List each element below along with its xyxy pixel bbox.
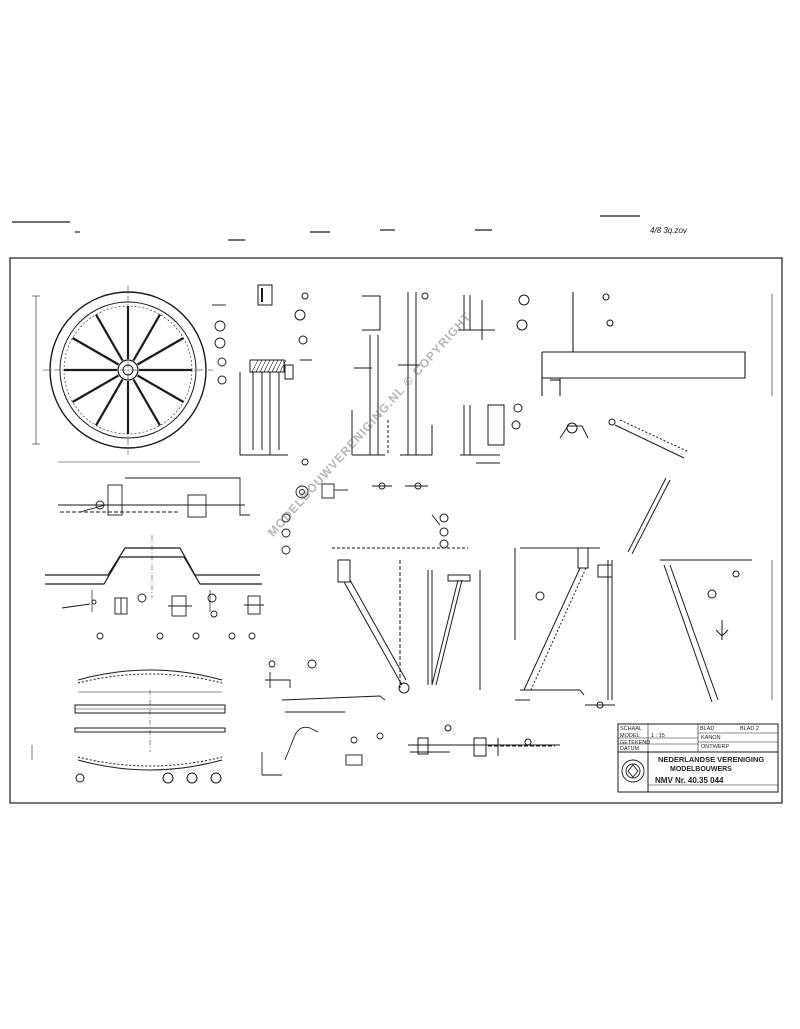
- title-block-field-label: SCHAAL: [620, 726, 643, 732]
- small-parts-column: [212, 304, 227, 385]
- hatch-line: [271, 359, 279, 373]
- small-parts-row: [61, 593, 264, 640]
- l-beam-drawing: [541, 292, 773, 396]
- wheel-spoke: [132, 314, 161, 362]
- trail-member: [660, 559, 773, 703]
- trail-profiles: [351, 292, 433, 456]
- rammer-rod: [559, 418, 690, 555]
- leaf-spring: [31, 669, 226, 784]
- wheel-drawing: [32, 285, 213, 463]
- wheel-spoke: [72, 374, 120, 403]
- top-margin-marks: [12, 215, 640, 241]
- title-block-field-label: BLAD: [700, 726, 715, 732]
- title-block-field-label: GETEKEND: [620, 740, 651, 746]
- axle-assembly: [239, 284, 312, 456]
- wheel-spoke: [95, 378, 124, 426]
- hatch-line: [251, 359, 259, 373]
- title-block-organization-line2: MODELBOUWERS: [670, 766, 732, 773]
- title-block-drawing-number: NMV Nr. 40.35 044: [655, 776, 724, 785]
- title-block-field-label: MODEL: [620, 733, 640, 739]
- title-block-field-value: KANON: [701, 735, 721, 741]
- bracket-details: [261, 659, 386, 776]
- wheel-spoke: [72, 337, 120, 366]
- association-seal-icon: [621, 759, 645, 783]
- hatch-line: [275, 359, 283, 373]
- title-block-field-label: DATUM: [620, 746, 640, 752]
- top-note: 4/8 3q.zov: [650, 226, 687, 235]
- hatch-line: [267, 359, 275, 373]
- title-block-field-value: BLAD 2: [740, 726, 759, 732]
- sheet-frame: [9, 257, 783, 804]
- hatch-line: [263, 359, 271, 373]
- hatch-line: [259, 359, 267, 373]
- bottom-center-parts: [408, 724, 560, 757]
- title-block-organization-line1: NEDERLANDSE VERENIGING: [658, 755, 765, 764]
- brace-frames: [332, 513, 481, 694]
- trail-brace: [514, 547, 615, 709]
- shaft-assembly: [58, 458, 428, 555]
- wheel-spoke: [136, 374, 184, 403]
- wheel-spoke: [95, 314, 124, 362]
- title-block-field-value: 1 : 15: [651, 733, 665, 739]
- title-block-field-value: ONTWERP: [701, 744, 730, 750]
- bracket-profile: [458, 294, 530, 464]
- hatch-line: [279, 359, 287, 373]
- wheel-spoke: [136, 337, 184, 366]
- hatch-line: [255, 359, 263, 373]
- wheel-spoke: [132, 378, 161, 426]
- bent-axle: [45, 535, 262, 612]
- title-block-frame: [617, 723, 779, 793]
